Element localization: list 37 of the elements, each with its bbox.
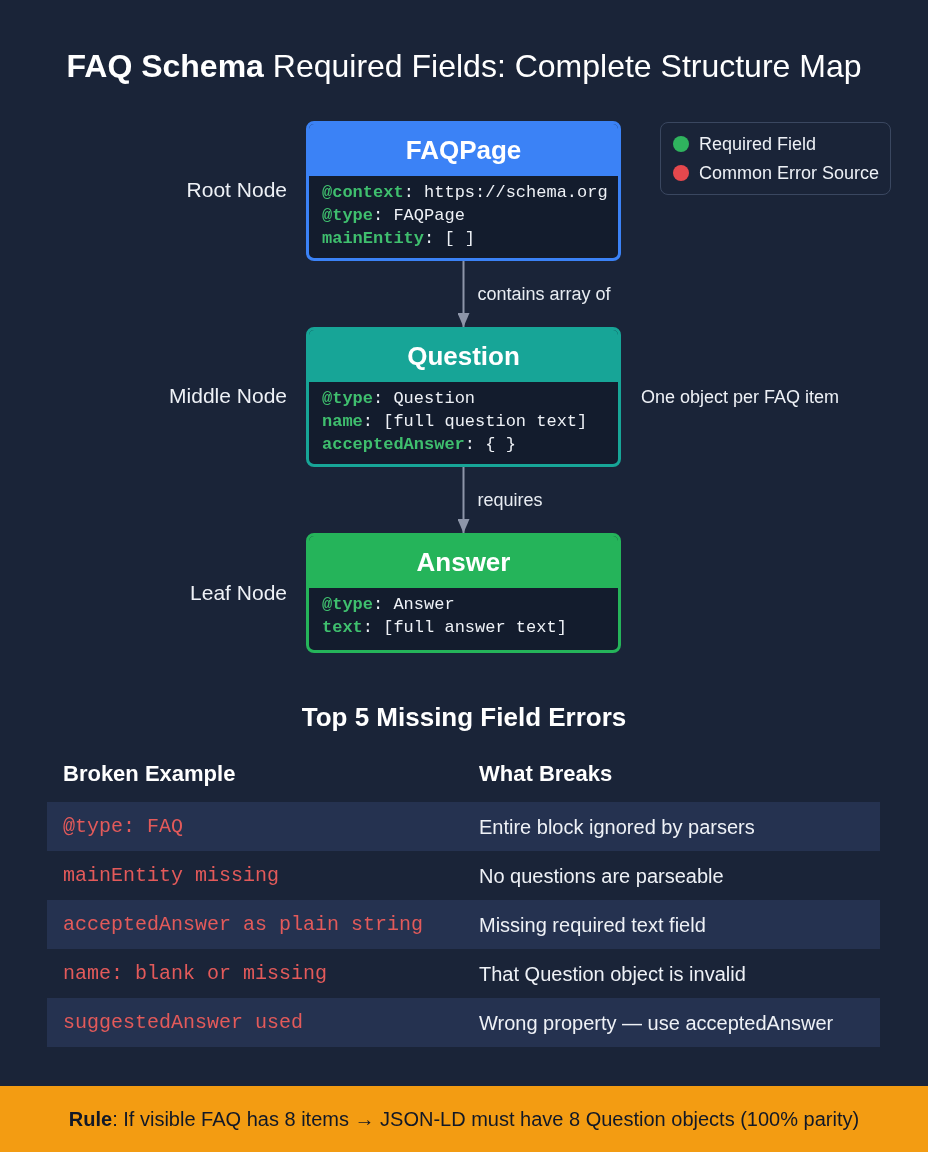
error-effect: Wrong property — use acceptedAnswer <box>479 1010 834 1036</box>
error-effect: That Question object is invalid <box>479 961 746 987</box>
code-line: text: [full answer text] <box>322 617 567 639</box>
object-type-header: Question <box>309 330 618 382</box>
object-type-header: Answer <box>309 536 618 588</box>
broken-example: name: blank or missing <box>63 960 328 987</box>
column-header: Broken Example <box>63 760 236 788</box>
error-effect: Missing required text field <box>479 912 706 938</box>
error-effect: No questions are parseable <box>479 863 724 889</box>
side-note: One object per FAQ item <box>641 386 840 409</box>
code-line: mainEntity: [ ] <box>322 228 476 250</box>
table-heading: Top 5 Missing Field Errors <box>301 701 627 733</box>
column-header: What Breaks <box>479 760 613 788</box>
broken-example: mainEntity missing <box>63 862 280 889</box>
legend-label: Required Field <box>699 133 817 155</box>
code-line: name: [full question text] <box>322 411 588 433</box>
arrow <box>457 466 470 534</box>
code-line: @type: Question <box>322 388 476 410</box>
level-label: Middle Node <box>169 383 287 409</box>
code-line: acceptedAnswer: { } <box>322 434 516 456</box>
broken-example: suggestedAnswer used <box>63 1009 304 1036</box>
object-type-header: FAQPage <box>309 124 618 176</box>
diagram-title: FAQ Schema Required Fields: Complete Structure Map <box>66 47 862 86</box>
code-line: @type: Answer <box>322 594 455 616</box>
error-effect: Entire block ignored by parsers <box>479 814 755 840</box>
broken-example: acceptedAnswer as plain string <box>63 911 424 938</box>
broken-example: @type: FAQ <box>63 813 184 840</box>
level-label: Root Node <box>186 177 287 203</box>
arrow <box>457 260 470 328</box>
code-line: @type: FAQPage <box>322 205 465 227</box>
code-line: @context: https://schema.org <box>322 182 608 204</box>
level-label: Leaf Node <box>190 580 287 606</box>
legend-label: Common Error Source <box>699 162 880 184</box>
schema-object-box <box>306 327 621 467</box>
rule-banner: Rule: If visible FAQ has 8 items → JSON-LD must have 8 Question objects (100% parity) <box>0 1086 928 1152</box>
schema-object-box <box>306 121 621 261</box>
schema-object-box <box>306 533 621 653</box>
